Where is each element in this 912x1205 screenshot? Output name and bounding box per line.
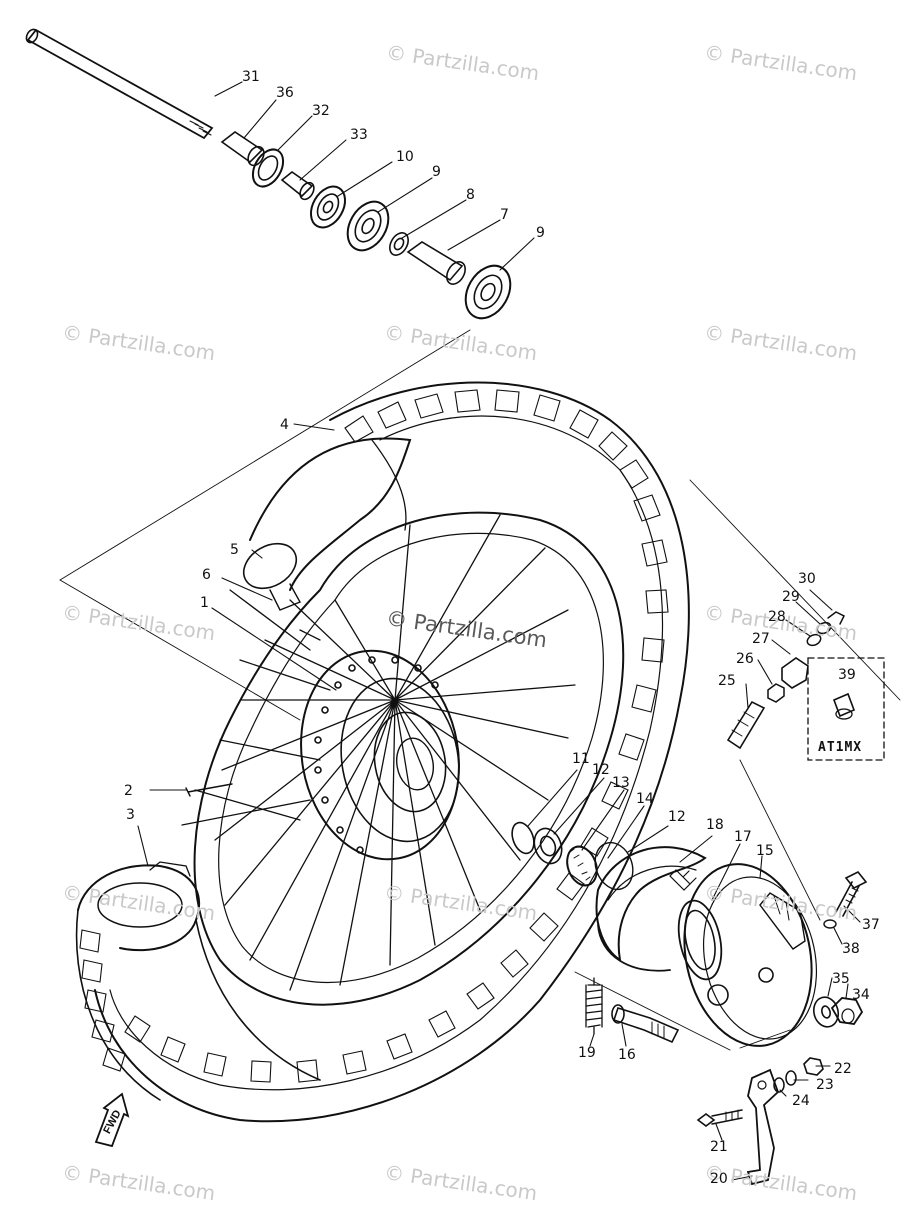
washer-28 bbox=[806, 633, 822, 647]
callout-35: 35 bbox=[832, 971, 850, 987]
variant-label: AT1MX bbox=[818, 740, 863, 755]
callout-37: 37 bbox=[862, 917, 880, 933]
callout-22: 22 bbox=[834, 1061, 852, 1077]
callout-24: 24 bbox=[792, 1093, 810, 1109]
callout-2: 2 bbox=[124, 783, 133, 799]
callout-11: 11 bbox=[572, 751, 590, 767]
brake-plate-15 bbox=[683, 863, 818, 1047]
callout-28: 28 bbox=[768, 609, 786, 625]
washer-29 bbox=[816, 621, 832, 635]
callout-27: 27 bbox=[752, 631, 770, 647]
nut-34 bbox=[830, 997, 864, 1025]
bearing-9a bbox=[346, 200, 390, 252]
washer-23 bbox=[785, 1070, 797, 1086]
leader-lines bbox=[137, 81, 861, 1181]
cable-holder-27 bbox=[781, 657, 809, 689]
callout-12b: 12 bbox=[668, 809, 686, 825]
washer-38 bbox=[823, 919, 837, 929]
spoke-nipple-2 bbox=[185, 783, 233, 797]
callout-15: 15 bbox=[756, 843, 774, 859]
callout-20: 20 bbox=[710, 1171, 728, 1187]
callout-3: 3 bbox=[126, 807, 135, 823]
callout-25: 25 bbox=[718, 673, 736, 689]
callout-26: 26 bbox=[736, 651, 754, 667]
callout-32: 32 bbox=[312, 103, 330, 119]
callout-16: 16 bbox=[618, 1047, 636, 1063]
callout-6: 6 bbox=[202, 567, 211, 583]
spokes bbox=[181, 514, 576, 991]
washer-24 bbox=[773, 1077, 785, 1093]
callout-12: 12 bbox=[592, 762, 610, 778]
callout-5: 5 bbox=[230, 542, 239, 558]
clip-30 bbox=[827, 611, 846, 625]
callout-23: 23 bbox=[816, 1077, 834, 1093]
tube-5 bbox=[242, 437, 412, 611]
seal-17 bbox=[677, 899, 723, 981]
callout-34: 34 bbox=[852, 987, 870, 1003]
washer-35 bbox=[812, 996, 840, 1028]
variant-box bbox=[807, 657, 885, 761]
callout-10: 10 bbox=[396, 149, 414, 165]
bolt-21 bbox=[696, 1109, 743, 1127]
callout-19: 19 bbox=[578, 1045, 596, 1061]
fwd-arrow bbox=[94, 1092, 130, 1148]
oil-seal-32 bbox=[251, 148, 285, 188]
spring-19 bbox=[585, 977, 603, 1035]
bearing-10 bbox=[309, 185, 347, 229]
callout-4: 4 bbox=[280, 417, 289, 433]
callout-9b: 9 bbox=[536, 225, 545, 241]
callout-18: 18 bbox=[706, 817, 724, 833]
callout-7: 7 bbox=[500, 207, 509, 223]
collar-33 bbox=[280, 171, 315, 201]
spacer-7 bbox=[406, 241, 466, 285]
callout-1: 1 bbox=[200, 595, 209, 611]
callout-36: 36 bbox=[276, 85, 294, 101]
axle-shaft bbox=[25, 28, 214, 140]
cable-adjuster-25 bbox=[726, 700, 766, 750]
callout-33: 33 bbox=[350, 127, 368, 143]
brake-lever-20 bbox=[746, 1068, 780, 1186]
bolt-37 bbox=[835, 870, 868, 917]
callout-21: 21 bbox=[710, 1139, 728, 1155]
brake-shoe-18 bbox=[595, 846, 707, 972]
tire-section-3 bbox=[75, 861, 321, 1101]
tire bbox=[94, 381, 690, 1123]
cam-16 bbox=[611, 1004, 680, 1044]
spacer-36 bbox=[220, 131, 265, 167]
callout-13: 13 bbox=[612, 775, 630, 791]
rim bbox=[193, 511, 625, 1006]
callout-39: 39 bbox=[838, 667, 856, 683]
hub-1 bbox=[300, 649, 460, 861]
hub-components bbox=[511, 821, 634, 891]
callout-8: 8 bbox=[466, 187, 475, 203]
callout-14: 14 bbox=[636, 791, 654, 807]
callout-17: 17 bbox=[734, 829, 752, 845]
callout-30: 30 bbox=[798, 571, 816, 587]
callout-31: 31 bbox=[242, 69, 260, 85]
washer-8 bbox=[389, 232, 409, 256]
nut-26 bbox=[767, 683, 785, 703]
bearing-9b bbox=[464, 264, 512, 320]
callout-38: 38 bbox=[842, 941, 860, 957]
nut-22 bbox=[803, 1057, 824, 1076]
callout-29: 29 bbox=[782, 589, 800, 605]
callout-9: 9 bbox=[432, 164, 441, 180]
